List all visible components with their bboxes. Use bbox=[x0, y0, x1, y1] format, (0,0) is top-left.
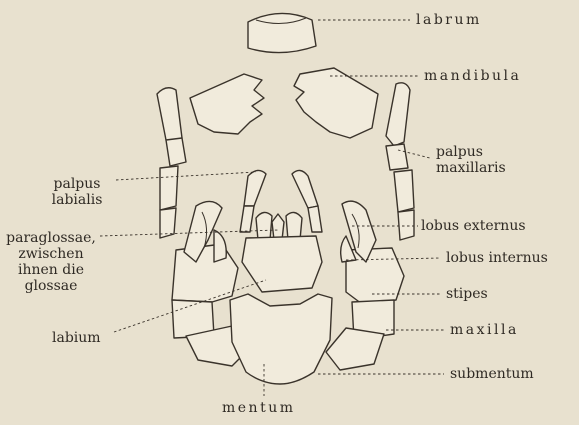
mandibula-left bbox=[190, 74, 264, 134]
label-lobus-externus: lobus externus bbox=[421, 218, 526, 234]
label-palpus-maxillaris: palpus maxillaris bbox=[436, 144, 506, 176]
label-palpus-labialis-line1: palpus bbox=[40, 176, 114, 192]
label-palpus-maxillaris-line2: maxillaris bbox=[436, 160, 506, 176]
label-labrum: labrum bbox=[416, 12, 482, 28]
label-lobus-internus: lobus internus bbox=[446, 250, 548, 266]
label-paraglossae-line4: glossae bbox=[2, 278, 100, 294]
labium-shape bbox=[242, 236, 322, 292]
mandibula-right bbox=[294, 68, 378, 138]
label-mentum: mentum bbox=[222, 400, 296, 416]
label-palpus-maxillaris-line1: palpus bbox=[436, 144, 506, 160]
label-paraglossae: paraglossae, zwischen ihnen die glossae bbox=[2, 230, 100, 294]
label-maxilla: maxilla bbox=[450, 322, 519, 338]
labrum-shape bbox=[248, 13, 316, 52]
label-submentum: submentum bbox=[450, 366, 534, 382]
mentum-shape bbox=[230, 294, 332, 384]
label-palpus-labialis-line2: labialis bbox=[40, 192, 114, 208]
label-paraglossae-line2: zwischen bbox=[2, 246, 100, 262]
label-labium: labium bbox=[52, 330, 101, 346]
label-paraglossae-line3: ihnen die bbox=[2, 262, 100, 278]
label-paraglossae-line1: paraglossae, bbox=[2, 230, 100, 246]
label-palpus-labialis: palpus labialis bbox=[40, 176, 114, 208]
label-mandibula: mandibula bbox=[424, 68, 521, 84]
paraglossae-shape bbox=[256, 212, 302, 240]
label-stipes: stipes bbox=[446, 286, 488, 302]
